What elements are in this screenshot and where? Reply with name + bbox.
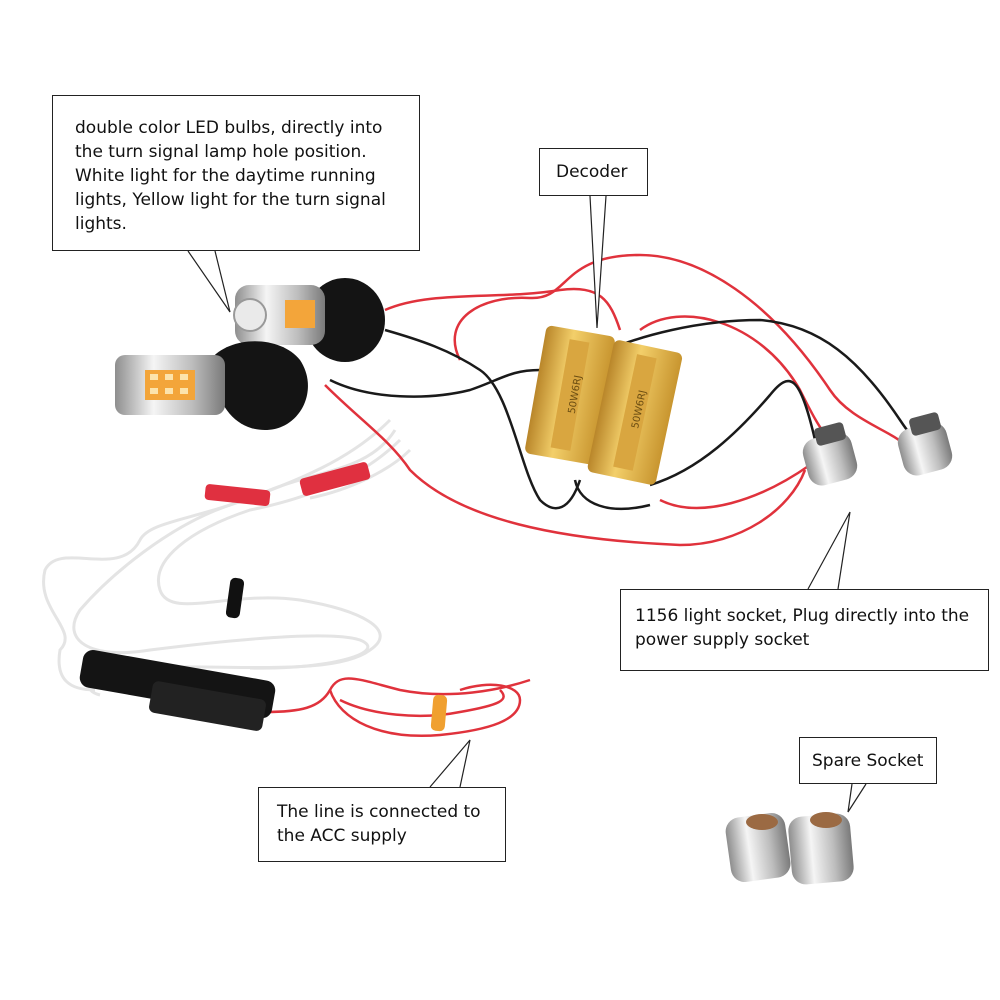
callout-pointers (187, 195, 867, 813)
decoder-resistor-left (525, 325, 615, 465)
callout-acc-supply: The line is connected to the ACC supply (258, 787, 506, 862)
spare-socket-left (725, 812, 791, 883)
callout-decoder: Decoder (539, 148, 648, 196)
callout-led-bulbs: double color LED bulbs, directly into th… (52, 95, 420, 251)
callout-1156-socket: 1156 light socket, Plug directly into th… (620, 589, 989, 671)
spare-socket-right (788, 812, 854, 885)
inline-fuse-holder (79, 650, 276, 731)
callout-spare-socket: Spare Socket (799, 737, 937, 784)
led-bulb-top (233, 278, 385, 362)
red-spade-connectors (204, 462, 371, 507)
decoder-resistor-right (587, 340, 683, 485)
socket-1156-left (802, 422, 858, 486)
red-wires (264, 253, 906, 737)
wire-ties (225, 577, 448, 732)
led-bulb-front (115, 341, 308, 430)
socket-1156-right (897, 412, 953, 476)
